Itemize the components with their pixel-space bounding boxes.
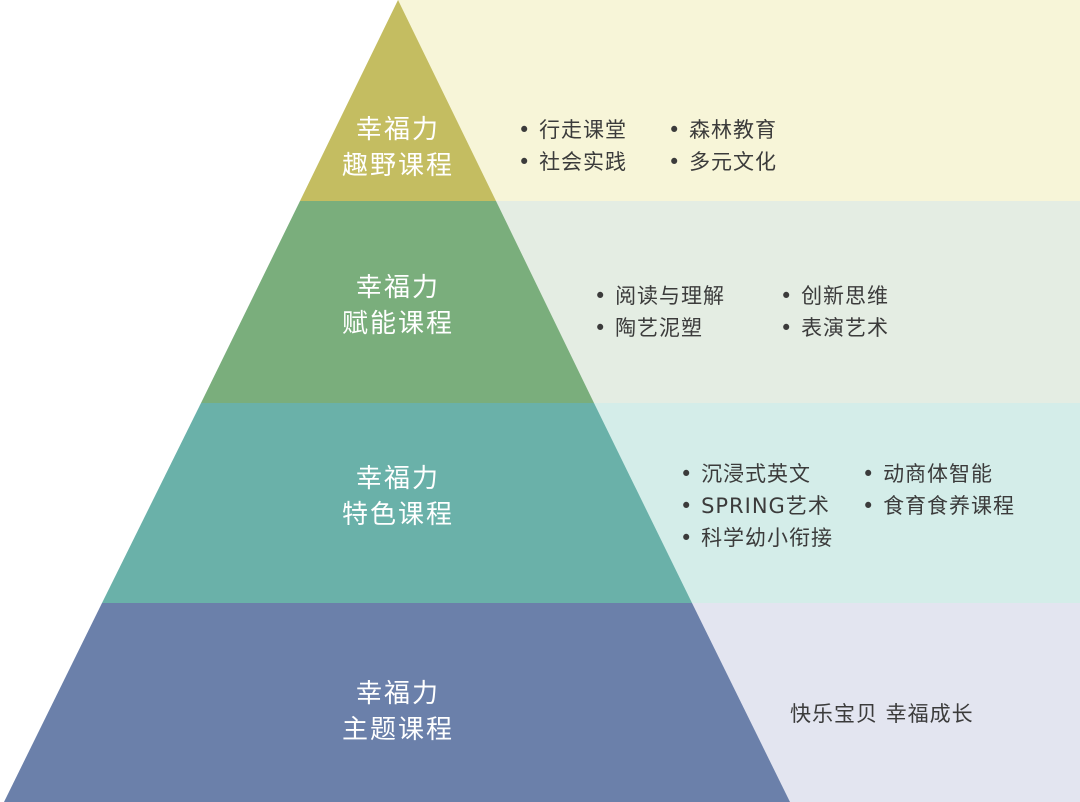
tier-2-item: 表演艺术 [801,316,890,340]
tier-1-items: • 行走课堂• 森林教育 • 社会实践• 多元文化 [518,114,777,178]
tier-3-label: 幸福力 特色课程 [288,461,508,533]
tier-3-title: 幸福力 [355,464,440,494]
tier-2-item: 陶艺泥塑 [615,316,704,340]
tier-4-motto: 快乐宝贝 幸福成长 [790,702,974,726]
tier-2-item: 创新思维 [801,284,890,308]
tier-1-item: 社会实践 [539,150,628,174]
tier-2-label: 幸福力 赋能课程 [288,270,508,342]
tier-3-item: 科学幼小衔接 [701,526,834,550]
tier-4-label: 幸福力 主题课程 [288,676,508,748]
tier-3-item: 沉浸式英文 [701,462,812,486]
tier-4-title: 幸福力 [355,679,440,709]
tier-2-items: • 阅读与理解• 创新思维 • 陶艺泥塑• 表演艺术 [594,280,889,344]
tier-1-item: 行走课堂 [539,118,628,142]
tier-2-item: 阅读与理解 [615,284,726,308]
tier-3-item: 食育食养课程 [883,494,1016,518]
tier-3-item: 动商体智能 [883,462,994,486]
tier-1-title: 幸福力 [355,115,440,145]
tier-1-subtitle: 趣野课程 [341,151,454,181]
tier-3-subtitle: 特色课程 [341,500,454,530]
tier-1-label: 幸福力 趣野课程 [288,112,508,184]
tier-4-subtitle: 主题课程 [341,715,454,745]
pyramid-tier-4 [4,603,790,802]
tier-2-title: 幸福力 [355,273,440,303]
tier-1-item: 森林教育 [689,118,778,142]
tier-1-item: 多元文化 [689,150,778,174]
tier-3-item: SPRING艺术 [701,494,830,518]
pyramid-tier-3 [102,403,692,603]
band-bg-1 [398,0,1080,201]
pyramid-tier-2 [201,201,594,403]
pyramid-tier-1 [300,0,496,201]
tier-2-subtitle: 赋能课程 [341,309,454,339]
tier-3-items: • 沉浸式英文• 动商体智能 • SPRING艺术• 食育食养课程 • 科学幼小… [680,458,1015,554]
